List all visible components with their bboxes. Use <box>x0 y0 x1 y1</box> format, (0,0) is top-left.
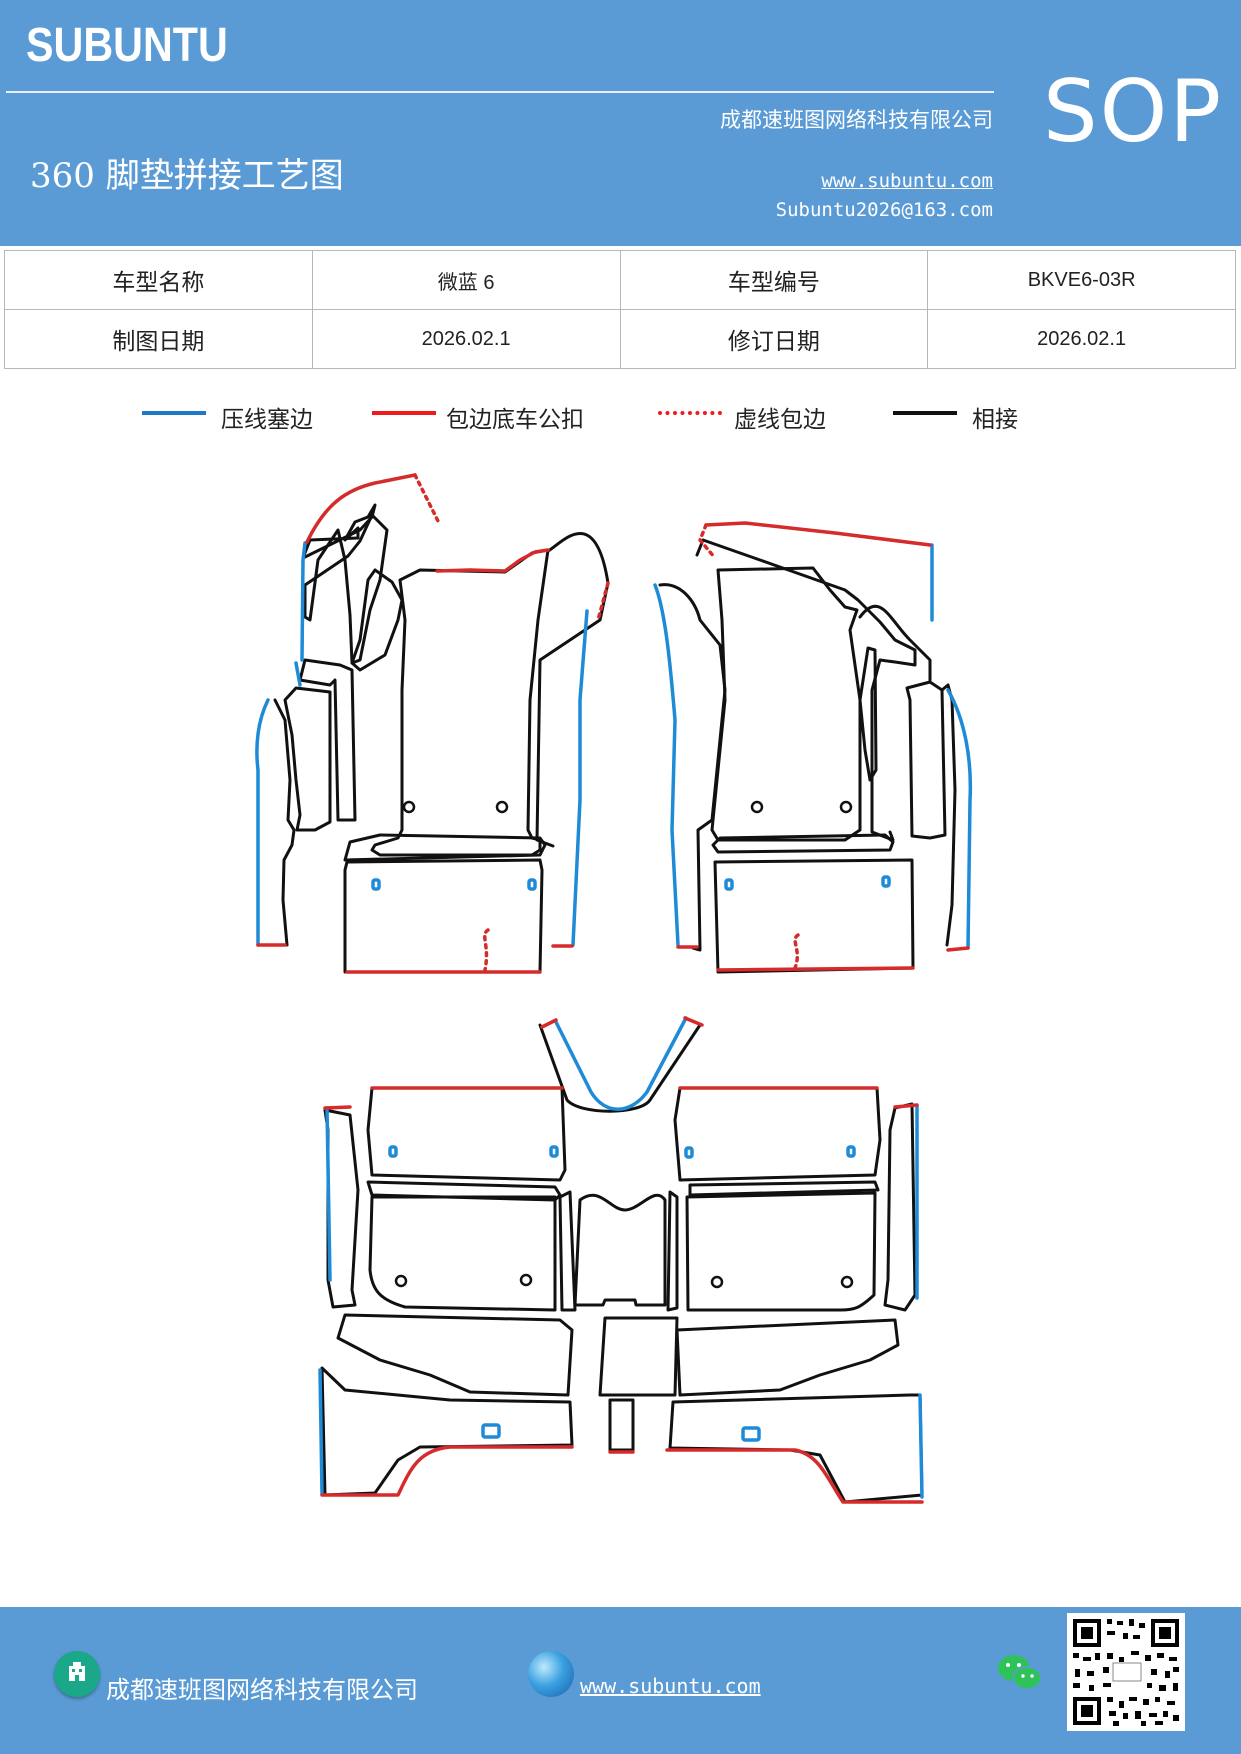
legend-swatch-red-dotted <box>658 411 722 415</box>
brand-logo: SUBUNTU <box>26 19 228 72</box>
company-icon <box>54 1651 100 1697</box>
mat-hole <box>402 800 416 814</box>
model-name-value: 微蓝 6 <box>311 250 621 310</box>
qr-code <box>1067 1613 1185 1731</box>
footer-website-link[interactable]: www.subuntu.com <box>580 1674 761 1698</box>
mat-hole <box>750 800 764 814</box>
clip-hole <box>527 878 537 891</box>
sop-label: SOP <box>1043 62 1224 162</box>
clip-hole <box>881 875 891 888</box>
mat-hole <box>394 1274 408 1288</box>
legend-swatch-blue <box>142 411 206 415</box>
revise-date-label: 修订日期 <box>619 309 929 369</box>
clip-hole <box>741 1426 761 1442</box>
table-row: 车型名称 微蓝 6 车型编号 BKVE6-03R <box>4 250 1236 310</box>
model-code-label: 车型编号 <box>619 250 929 310</box>
footer-company-name: 成都速班图网络科技有限公司 <box>106 1676 418 1704</box>
clip-hole <box>846 1145 856 1158</box>
mat-holes <box>394 800 854 1289</box>
revise-date-value: 2026.02.1 <box>927 309 1236 369</box>
header-bar <box>0 0 1241 246</box>
clip-hole <box>549 1145 559 1158</box>
clip-hole <box>481 1423 501 1439</box>
black-outlines <box>273 503 957 1504</box>
mat-hole <box>710 1275 724 1289</box>
table-row: 制图日期 2026.02.1 修订日期 2026.02.1 <box>4 309 1236 369</box>
document-title: 360 脚垫拼接工艺图 <box>30 156 344 196</box>
legend: 压线塞边 包边底车公扣 虚线包边 相接 <box>0 400 1241 440</box>
mat-hole <box>519 1273 533 1287</box>
mat-hole <box>840 1275 854 1289</box>
header-divider <box>6 91 994 93</box>
draw-date-label: 制图日期 <box>4 309 313 369</box>
company-name: 成都速班图网络科技有限公司 <box>720 108 993 132</box>
legend-label: 包边底车公扣 <box>446 407 584 433</box>
red-dotted-edges <box>413 473 800 972</box>
draw-date-value: 2026.02.1 <box>311 309 621 369</box>
model-name-label: 车型名称 <box>4 250 313 310</box>
model-code-value: BKVE6-03R <box>927 250 1236 310</box>
red-edges <box>256 473 970 1504</box>
clip-hole <box>724 878 734 891</box>
wechat-icon[interactable] <box>996 1652 1044 1694</box>
clip-hole <box>371 878 381 891</box>
blue-edges <box>255 541 973 1499</box>
legend-swatch-red <box>372 411 436 415</box>
info-table: 车型名称 微蓝 6 车型编号 BKVE6-03R 制图日期 2026.02.1 … <box>4 250 1236 369</box>
mat-hole <box>839 800 853 814</box>
qr-code-pattern <box>1073 1619 1179 1726</box>
mat-hole <box>495 800 509 814</box>
legend-label: 压线塞边 <box>221 407 313 433</box>
clip-hole <box>684 1146 694 1159</box>
email-address: Subuntu2026@163.com <box>775 199 993 221</box>
legend-label: 相接 <box>972 407 1018 433</box>
legend-label: 虚线包边 <box>734 407 826 433</box>
building-icon <box>69 1662 85 1681</box>
globe-icon <box>528 1651 574 1697</box>
website-link[interactable]: www.subuntu.com <box>821 170 993 192</box>
legend-swatch-black <box>893 411 957 415</box>
clip-hole <box>388 1145 398 1158</box>
